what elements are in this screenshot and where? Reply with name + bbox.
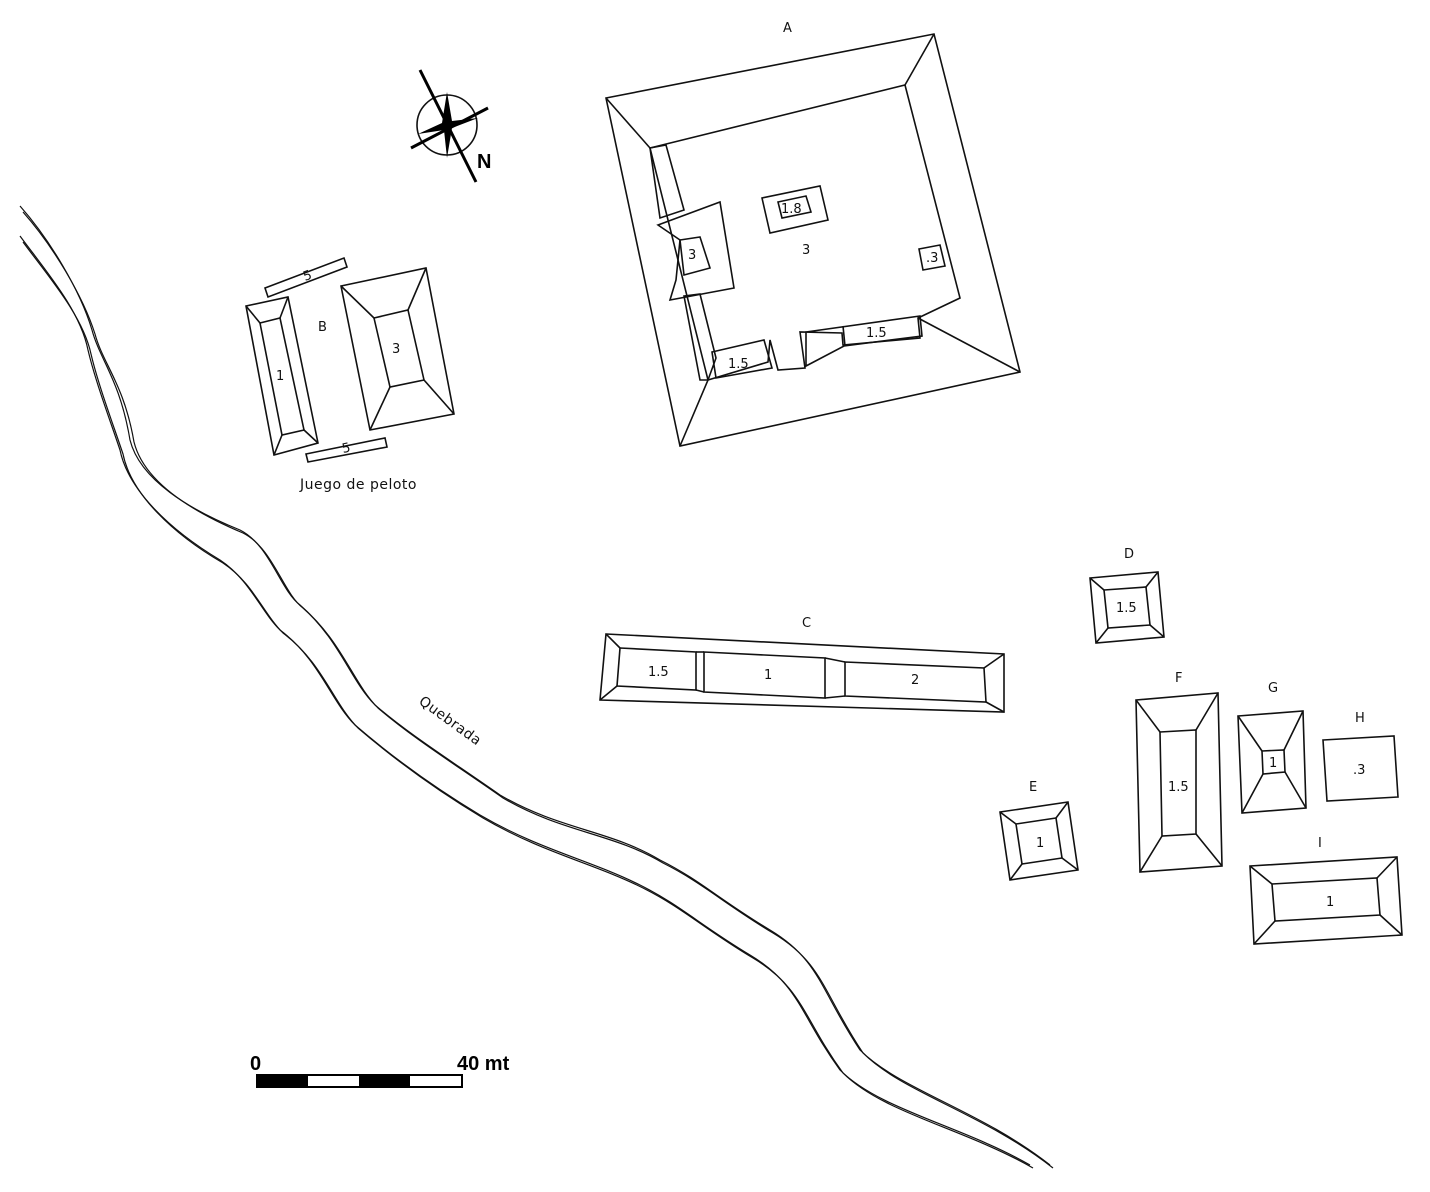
structure-a-west-height: 3 — [688, 248, 696, 263]
ball-court-label: Juego de peloto — [299, 477, 417, 493]
structure-g[interactable]: G 1 — [1237, 681, 1307, 814]
structure-f-label: F — [1175, 671, 1182, 686]
structure-c-seg2-height: 1 — [764, 668, 772, 683]
structure-b-ball-court[interactable]: B 5 5 1 3 Juego de peloto — [245, 256, 455, 493]
scale-end-label: 40 mt — [457, 1053, 510, 1075]
river-label: Quebrada — [416, 693, 485, 749]
structure-a-sw-height: 1.5 — [728, 357, 749, 372]
structure-b-west-height: 1 — [276, 369, 284, 384]
north-label: N — [477, 151, 491, 173]
structure-b-south-bank: 5 — [341, 441, 352, 457]
structure-a[interactable]: A 3 1.8 3 .3 1.5 1.5 — [605, 21, 1021, 447]
structure-i-label: I — [1318, 836, 1322, 851]
north-arrow: N — [410, 69, 491, 183]
structure-h-height: .3 — [1353, 763, 1365, 778]
structure-e-label: E — [1029, 780, 1037, 795]
structure-a-plaza-height: 3 — [802, 243, 810, 258]
scale-bar: 0 40 mt — [250, 1053, 510, 1088]
structure-i[interactable]: I 1 — [1249, 836, 1403, 945]
structure-h-label: H — [1355, 711, 1365, 726]
structure-d-height: 1.5 — [1116, 601, 1137, 616]
structure-e-height: 1 — [1036, 836, 1044, 851]
structure-e[interactable]: E 1 — [999, 780, 1079, 881]
structure-d-label: D — [1124, 547, 1134, 562]
structure-i-height: 1 — [1326, 895, 1334, 910]
scale-start-label: 0 — [250, 1053, 261, 1075]
structure-b-east-height: 3 — [392, 342, 400, 357]
river-quebrada: Quebrada — [19, 205, 1054, 1169]
structure-a-south-height: 1.5 — [866, 326, 887, 341]
structure-c-label: C — [802, 616, 811, 631]
structure-c[interactable]: C 1.5 1 2 — [599, 616, 1005, 713]
structure-g-label: G — [1268, 681, 1278, 696]
structure-f[interactable]: F 1.5 — [1135, 671, 1223, 873]
structure-a-center-height: 1.8 — [781, 202, 802, 217]
structure-a-label: A — [783, 21, 792, 36]
structure-f-height: 1.5 — [1168, 780, 1189, 795]
structure-h[interactable]: H .3 — [1322, 711, 1399, 802]
structure-c-seg3-height: 2 — [911, 673, 919, 688]
structure-b-label: B — [318, 320, 327, 335]
structure-d[interactable]: D 1.5 — [1089, 547, 1165, 644]
structure-g-height: 1 — [1269, 756, 1277, 771]
structure-c-seg1-height: 1.5 — [648, 665, 669, 680]
structure-a-east-height: .3 — [926, 251, 938, 266]
